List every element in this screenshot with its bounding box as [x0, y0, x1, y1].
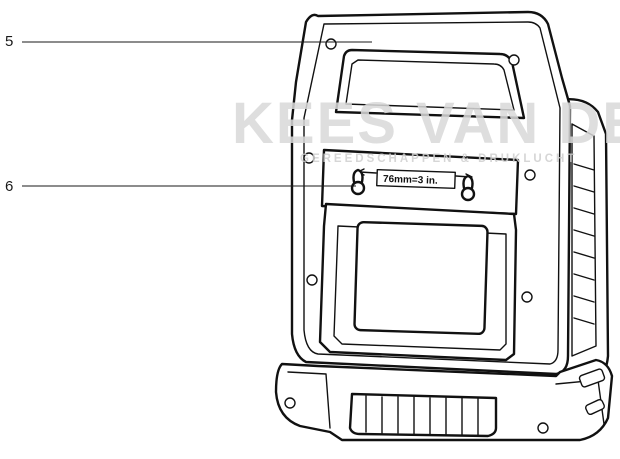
screws: [303, 38, 536, 303]
callout-5: 5: [5, 33, 372, 50]
watermark-tagline: GEREEDSCHAPPEN & DRUKLUCHT: [300, 153, 577, 165]
screw: [508, 54, 520, 66]
carry-handle: [334, 48, 526, 120]
callout-6: 6: [5, 178, 356, 195]
screw: [325, 38, 337, 50]
screw: [521, 291, 533, 303]
screw: [524, 169, 536, 181]
watermark: KEES VAN DER SPEK GEREEDSCHAPPEN & DRUKL…: [232, 91, 620, 165]
callout-number: 5: [5, 33, 13, 50]
watermark-name: KEES VAN DER SPEK: [232, 91, 620, 156]
side-grille: [571, 123, 597, 357]
mounting-dimension-label: 76mm=3 in.: [383, 174, 438, 187]
screw: [284, 397, 296, 409]
keyhole-mounts: [350, 168, 476, 202]
callout-number: 6: [5, 178, 13, 195]
keyhole-left: [350, 168, 366, 196]
screw: [303, 152, 315, 164]
base-vent: [348, 392, 498, 438]
screw: [537, 422, 549, 434]
screw: [306, 274, 318, 286]
rear-panel: [318, 202, 518, 362]
keyhole-right: [460, 174, 476, 202]
